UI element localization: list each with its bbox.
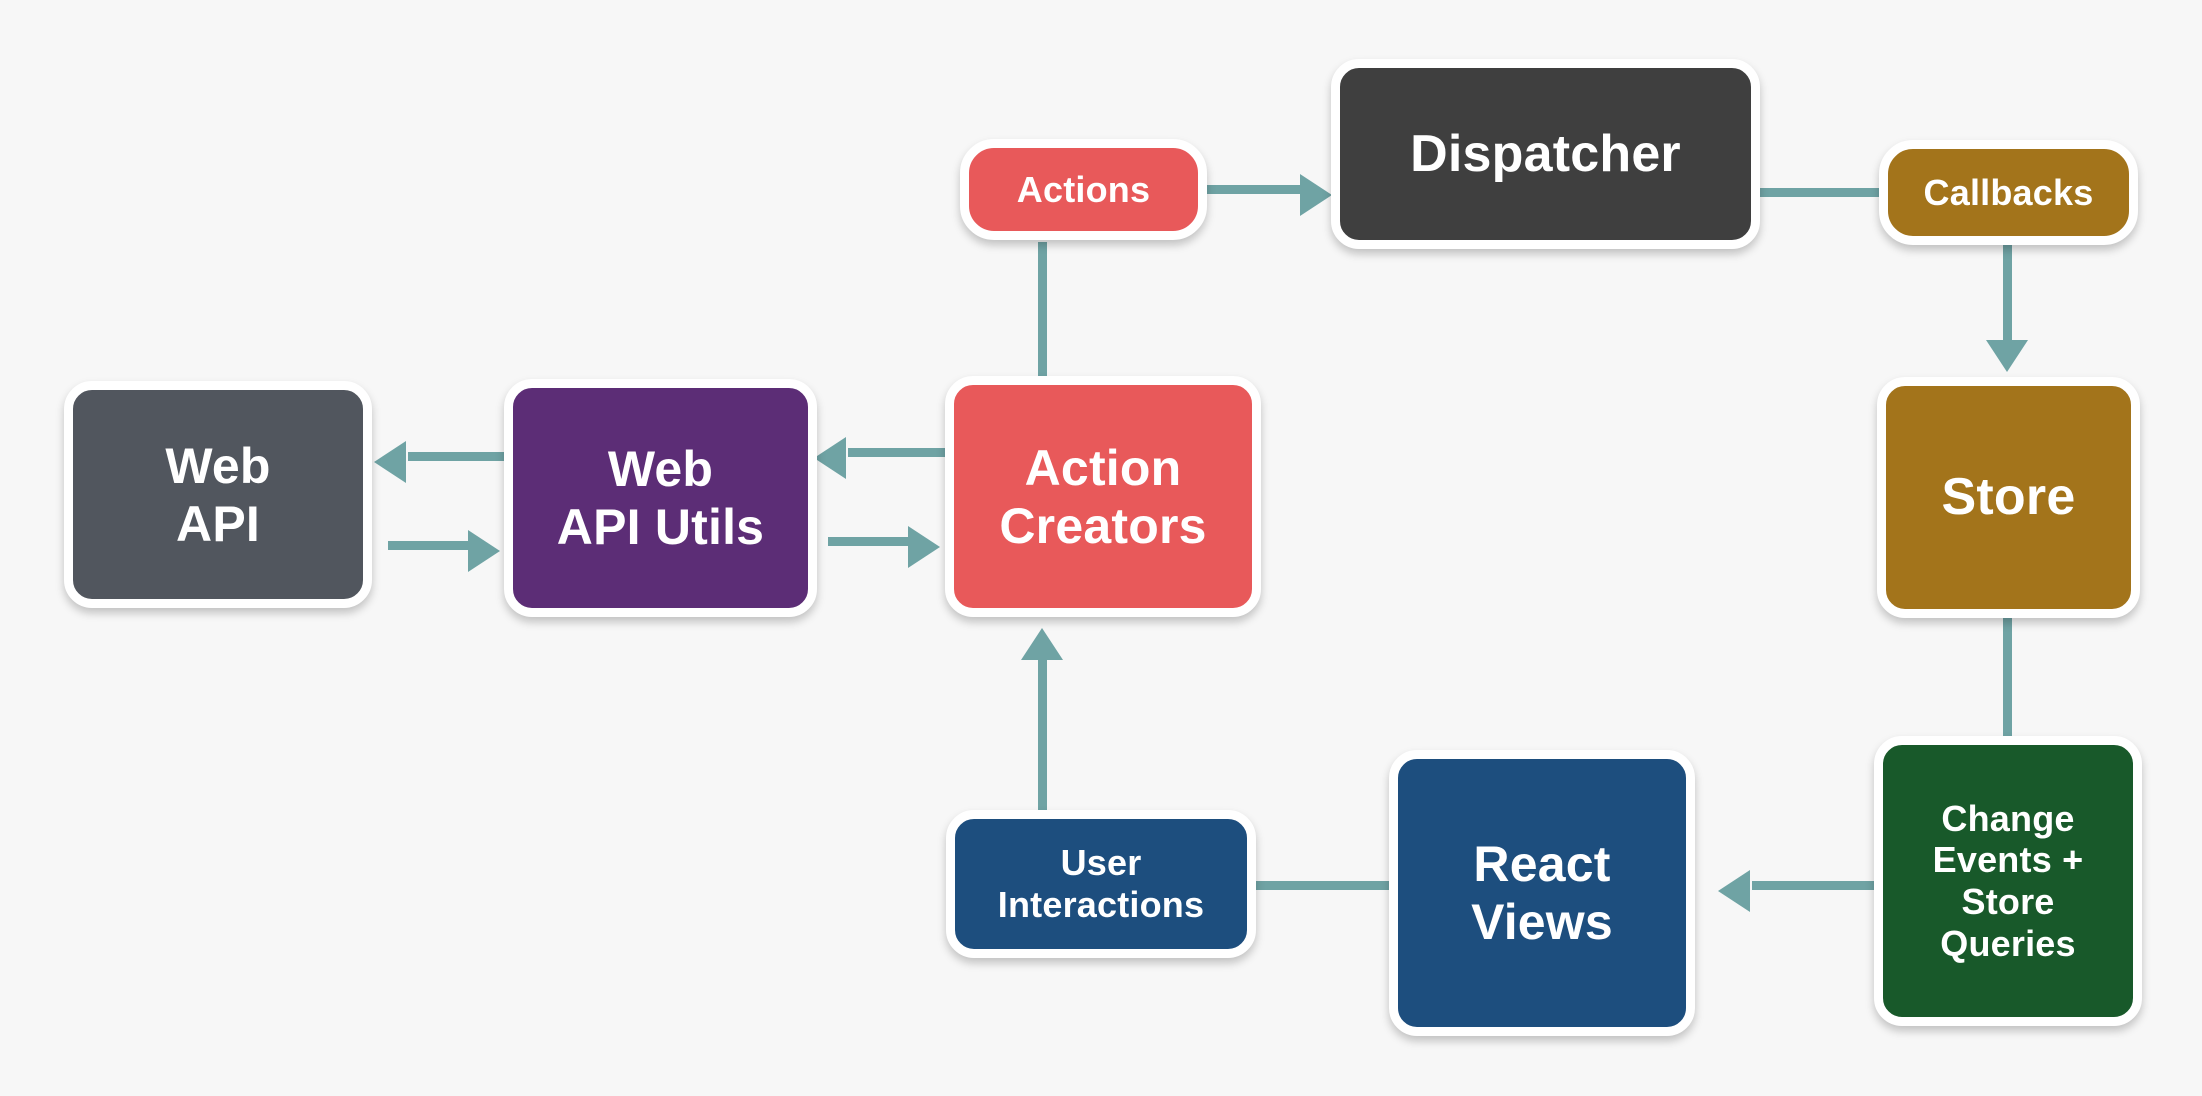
node-react-views[interactable]: React Views [1389, 750, 1695, 1036]
arrowhead-left-change-events-to-react-views [1718, 870, 1750, 912]
node-action-creators[interactable]: Action Creators [945, 376, 1261, 617]
node-react-views-label: React Views [1471, 836, 1613, 950]
connector-change-events-to-react-views [1752, 881, 1877, 890]
connector-dispatcher-to-callbacks [1758, 188, 1884, 197]
node-store[interactable]: Store [1877, 377, 2140, 618]
arrowhead-left-action-creators-to-web-api-utils [814, 437, 846, 479]
node-actions[interactable]: Actions [960, 139, 1207, 240]
arrowhead-left-web-api-utils-to-web-api [374, 441, 406, 483]
node-actions-label: Actions [1016, 168, 1151, 210]
node-web-api-label: Web API [165, 437, 271, 552]
node-callbacks[interactable]: Callbacks [1879, 140, 2138, 245]
connector-action-creators-to-web-api-utils [848, 448, 948, 457]
connector-web-api-utils-to-action-creators [828, 537, 912, 546]
node-dispatcher-label: Dispatcher [1410, 124, 1681, 183]
node-change-events-store-queries[interactable]: Change Events + Store Queries [1874, 736, 2142, 1026]
node-web-api[interactable]: Web API [64, 381, 372, 608]
arrowhead-right-actions-to-dispatcher [1300, 174, 1332, 216]
arrowhead-right-web-api-utils-to-action-creators [908, 526, 940, 568]
node-web-api-utils-label: Web API Utils [556, 441, 765, 555]
connector-user-interactions-to-action-creators [1038, 660, 1047, 812]
arrowhead-down-callbacks-to-store [1986, 340, 2028, 372]
node-dispatcher[interactable]: Dispatcher [1331, 59, 1760, 249]
connector-react-views-to-user-interactions [1253, 881, 1393, 890]
connector-store-to-change-events [2003, 618, 2012, 738]
node-change-events-store-queries-label: Change Events + Store Queries [1932, 797, 2084, 964]
node-web-api-utils[interactable]: Web API Utils [504, 379, 817, 617]
node-action-creators-label: Action Creators [999, 439, 1207, 554]
connector-web-api-utils-to-web-api [408, 452, 508, 461]
node-user-interactions[interactable]: User Interactions [946, 810, 1256, 958]
arrowhead-right-web-api-to-web-api-utils [468, 530, 500, 572]
node-callbacks-label: Callbacks [1923, 171, 2094, 213]
node-user-interactions-label: User Interactions [997, 842, 1205, 925]
connector-callbacks-to-store [2003, 245, 2012, 345]
connector-web-api-to-web-api-utils [388, 541, 472, 550]
arrowhead-up-user-interactions-to-action-creators [1021, 628, 1063, 660]
node-store-label: Store [1941, 468, 2076, 527]
connector-action-creators-to-actions [1038, 242, 1047, 382]
connector-actions-to-dispatcher [1205, 185, 1305, 194]
